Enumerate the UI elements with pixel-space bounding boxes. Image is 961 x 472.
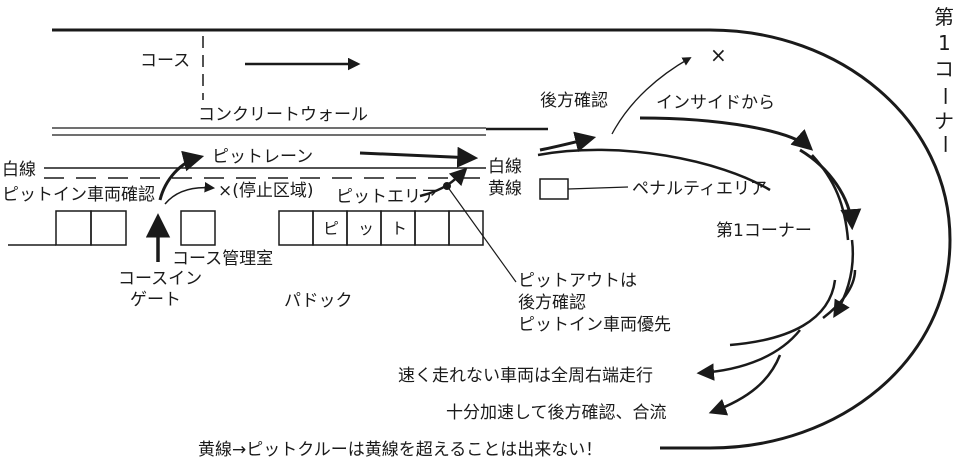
pit-out-note: ピットアウトは bbox=[518, 271, 637, 291]
inside-from-label: インサイドから bbox=[656, 93, 775, 113]
merge-arrow bbox=[708, 354, 782, 416]
stop-zone-arrow bbox=[164, 182, 216, 205]
penalty-area-label: ペナルティエリア bbox=[632, 179, 767, 199]
pit-out-pointer bbox=[446, 185, 517, 283]
yellow-line-label: 黄線 bbox=[488, 179, 522, 199]
pit-box bbox=[278, 210, 314, 246]
pit-out-note: 後方確認 bbox=[518, 293, 586, 313]
track-outer-boundary bbox=[52, 28, 952, 450]
first-corner-vertical-char: 第 bbox=[934, 5, 954, 29]
rear-check-label: 後方確認 bbox=[540, 91, 608, 111]
corner-inner-arrow bbox=[799, 148, 862, 231]
pit-out-merge-arrow bbox=[539, 131, 597, 153]
merge-note: 十分加速して後方確認、合流 bbox=[446, 403, 667, 423]
pit-box bbox=[414, 210, 450, 246]
corner-outer-arrow bbox=[822, 269, 857, 319]
pit-out-note: ピットイン車両優先 bbox=[518, 315, 671, 335]
first-corner-vertical-char: ナ bbox=[934, 109, 954, 133]
corner-inner-arrow bbox=[811, 154, 850, 241]
course-control-building bbox=[180, 210, 216, 246]
first-corner-label: 第1コーナー bbox=[716, 221, 812, 241]
white-line-label-left: 白線 bbox=[2, 160, 36, 180]
white-line-label-right: 白線 bbox=[488, 157, 522, 177]
first-corner-vertical-char: 1 bbox=[938, 31, 951, 55]
yellow-line-rule-note: 黄線→ピットクルーは黄線を超えることは出来ない！ bbox=[198, 440, 602, 460]
pit-in-check-label: ピットイン車両確認 bbox=[2, 185, 155, 205]
penalty-area-pointer bbox=[567, 186, 629, 190]
inside-corner-arrow bbox=[639, 116, 814, 151]
pit-lane-label: ピットレーン bbox=[212, 147, 313, 167]
stop-zone-label: ×(停止区域) bbox=[218, 181, 314, 201]
corner-outer-arrow bbox=[833, 239, 855, 319]
course-control-label: コース管理室 bbox=[172, 249, 273, 269]
slow-cars-note: 速く走れない車両は全周右端走行 bbox=[398, 366, 653, 386]
first-corner-vertical-char: ー bbox=[933, 134, 957, 154]
penalty-area-box bbox=[539, 178, 569, 200]
paddock-label: パドック bbox=[284, 291, 353, 311]
track-inner-edge-lower bbox=[729, 279, 837, 347]
concrete-wall-label: コンクリートウォール bbox=[198, 105, 368, 125]
pit-box bbox=[55, 210, 92, 246]
x-mark: × bbox=[710, 43, 727, 67]
pit-char: ト bbox=[391, 219, 407, 238]
first-corner-vertical-char: コ bbox=[934, 57, 954, 81]
slow-cars-arrow bbox=[696, 329, 801, 381]
pit-in-arrow bbox=[158, 150, 205, 201]
pit-box bbox=[90, 210, 127, 246]
pit-char: ピ bbox=[323, 219, 339, 238]
course-in-gate-label: コースイン bbox=[118, 269, 202, 289]
course-in-gate-label: ゲート bbox=[130, 290, 181, 310]
course-label: コース bbox=[140, 51, 190, 71]
rear-check-arrow bbox=[611, 57, 692, 135]
first-corner-vertical-char: ー bbox=[933, 86, 957, 106]
pit-box bbox=[448, 210, 484, 246]
pit-char: ッ bbox=[358, 219, 374, 238]
pit-area-label: ピットエリア bbox=[336, 187, 438, 207]
track-inner-edge-upper bbox=[537, 148, 771, 192]
pit-lane-arrow bbox=[359, 146, 479, 168]
